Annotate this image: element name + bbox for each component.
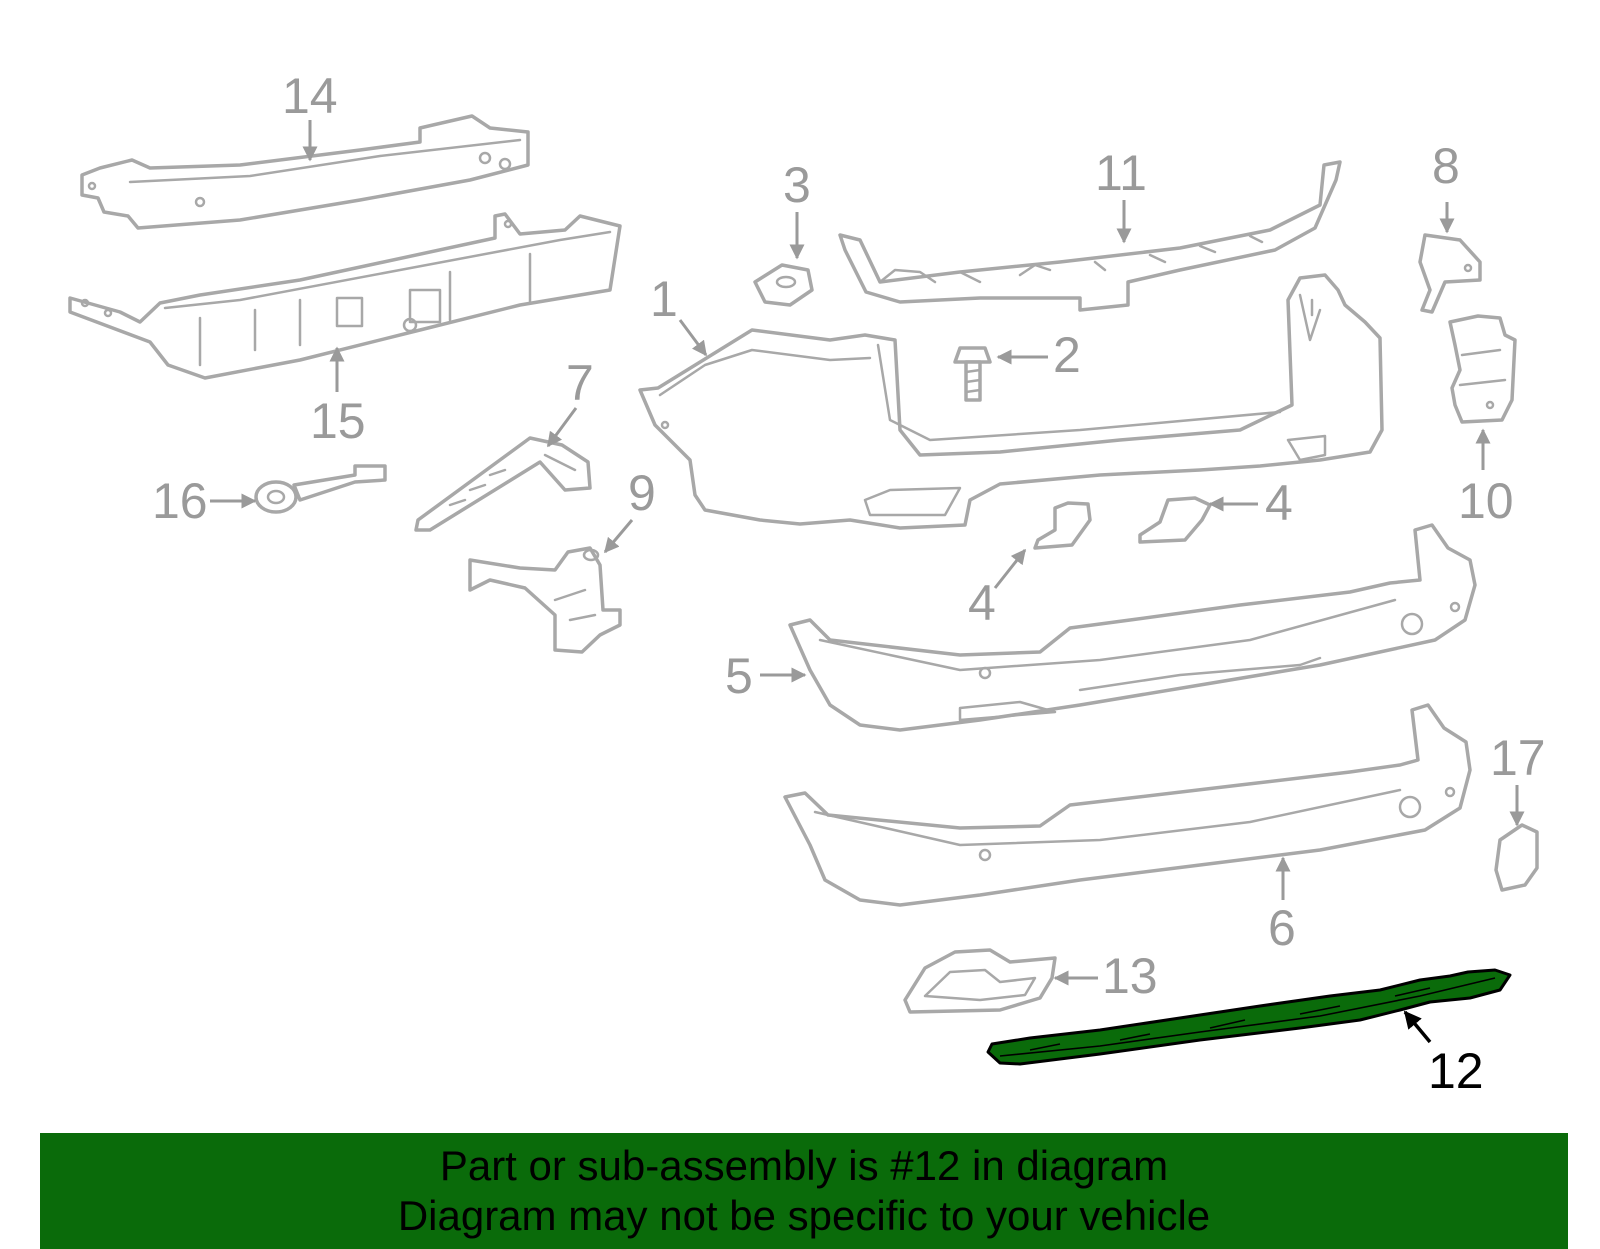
callout-16: 16 (152, 473, 208, 529)
part-12-skid-plate[interactable] (986, 968, 1512, 1066)
callout-4a: 4 (968, 575, 996, 631)
callout-1: 1 (650, 271, 678, 327)
callout-12: 12 (1428, 1043, 1484, 1099)
callout-3: 3 (783, 157, 811, 213)
callout-7: 7 (566, 355, 594, 411)
part-13-bezel[interactable] (903, 948, 1057, 1014)
callout-5: 5 (725, 648, 753, 704)
callout-13: 13 (1102, 948, 1158, 1004)
callout-4b: 4 (1265, 475, 1293, 531)
part-1-rear-fascia[interactable] (638, 273, 1384, 530)
part-4-clip-a[interactable] (1033, 501, 1092, 550)
part-2-bolt[interactable] (953, 346, 992, 402)
part-9-bracket[interactable] (468, 546, 622, 654)
info-banner: Part or sub-assembly is #12 in diagram D… (40, 1133, 1568, 1249)
callout-11: 11 (1095, 145, 1147, 201)
part-10-bracket[interactable] (1448, 314, 1517, 424)
part-5-lower-fascia[interactable] (788, 523, 1477, 732)
banner-line-2: Diagram may not be specific to your vehi… (397, 1192, 1211, 1239)
part-17-cap[interactable] (1494, 823, 1539, 892)
callout-10: 10 (1458, 473, 1514, 529)
callout-8: 8 (1432, 138, 1460, 194)
banner-line-1: Part or sub-assembly is #12 in diagram (439, 1142, 1169, 1189)
callout-6: 6 (1268, 900, 1296, 956)
part-8-bracket[interactable] (1418, 233, 1482, 314)
callout-9: 9 (628, 465, 656, 521)
banner-background (40, 1133, 1568, 1249)
part-14-reinforcement-beam[interactable] (80, 114, 530, 230)
part-6-lower-fascia[interactable] (783, 703, 1472, 907)
part-11-retainer[interactable] (838, 160, 1342, 312)
callout-15: 15 (310, 393, 366, 449)
part-7-bracket[interactable] (414, 436, 592, 532)
callout-numbers: 1 2 3 4 4 5 6 7 8 9 10 11 12 13 14 15 16… (152, 68, 1546, 1099)
part-3-clip-nut[interactable] (753, 263, 814, 307)
callout-leaders (210, 120, 1525, 1044)
part-15-hitch-beam[interactable] (68, 212, 622, 380)
part-4-clip-b[interactable] (1138, 496, 1212, 544)
callout-14: 14 (282, 68, 338, 124)
callout-2: 2 (1053, 327, 1081, 383)
part-16-tow-hook[interactable] (254, 464, 387, 514)
callout-17: 17 (1490, 730, 1546, 786)
